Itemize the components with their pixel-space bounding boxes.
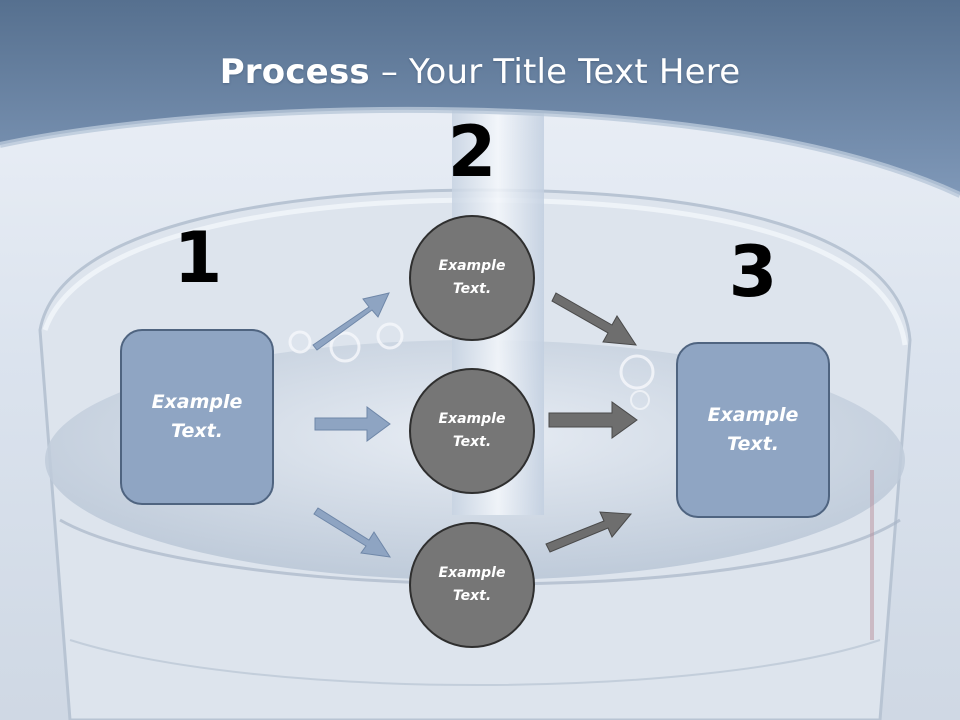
step-3-number: 3 [728,231,778,313]
title-bold: Process [219,52,370,92]
arrow-circle-top-to-3 [551,292,637,346]
arrow-1-to-circle-top [312,292,390,351]
arrow-circle-middle-to-3 [548,401,638,439]
step-1-number: 1 [173,217,223,299]
circle-middle-text: Example Text. [438,411,506,450]
step-2-number: 2 [447,111,497,193]
step-3-box: Example Text. [676,342,830,518]
step-1-text: Example Text. [151,391,243,442]
page-title: Process – Your Title Text Here [0,52,960,92]
circle-bottom-text: Example Text. [438,565,506,604]
arrow-circle-bottom-to-3 [545,511,633,553]
step-3-text: Example Text. [707,404,799,455]
step-2-circle-middle: Example Text. [409,368,535,494]
step-2-circle-bottom: Example Text. [409,522,535,648]
arrow-1-to-circle-bottom [313,507,392,558]
step-2-circle-top: Example Text. [409,215,535,341]
circle-top-text: Example Text. [438,258,506,297]
step-1-box: Example Text. [120,329,274,505]
arrow-1-to-circle-middle [314,406,391,442]
title-rest: – Your Title Text Here [369,52,741,92]
